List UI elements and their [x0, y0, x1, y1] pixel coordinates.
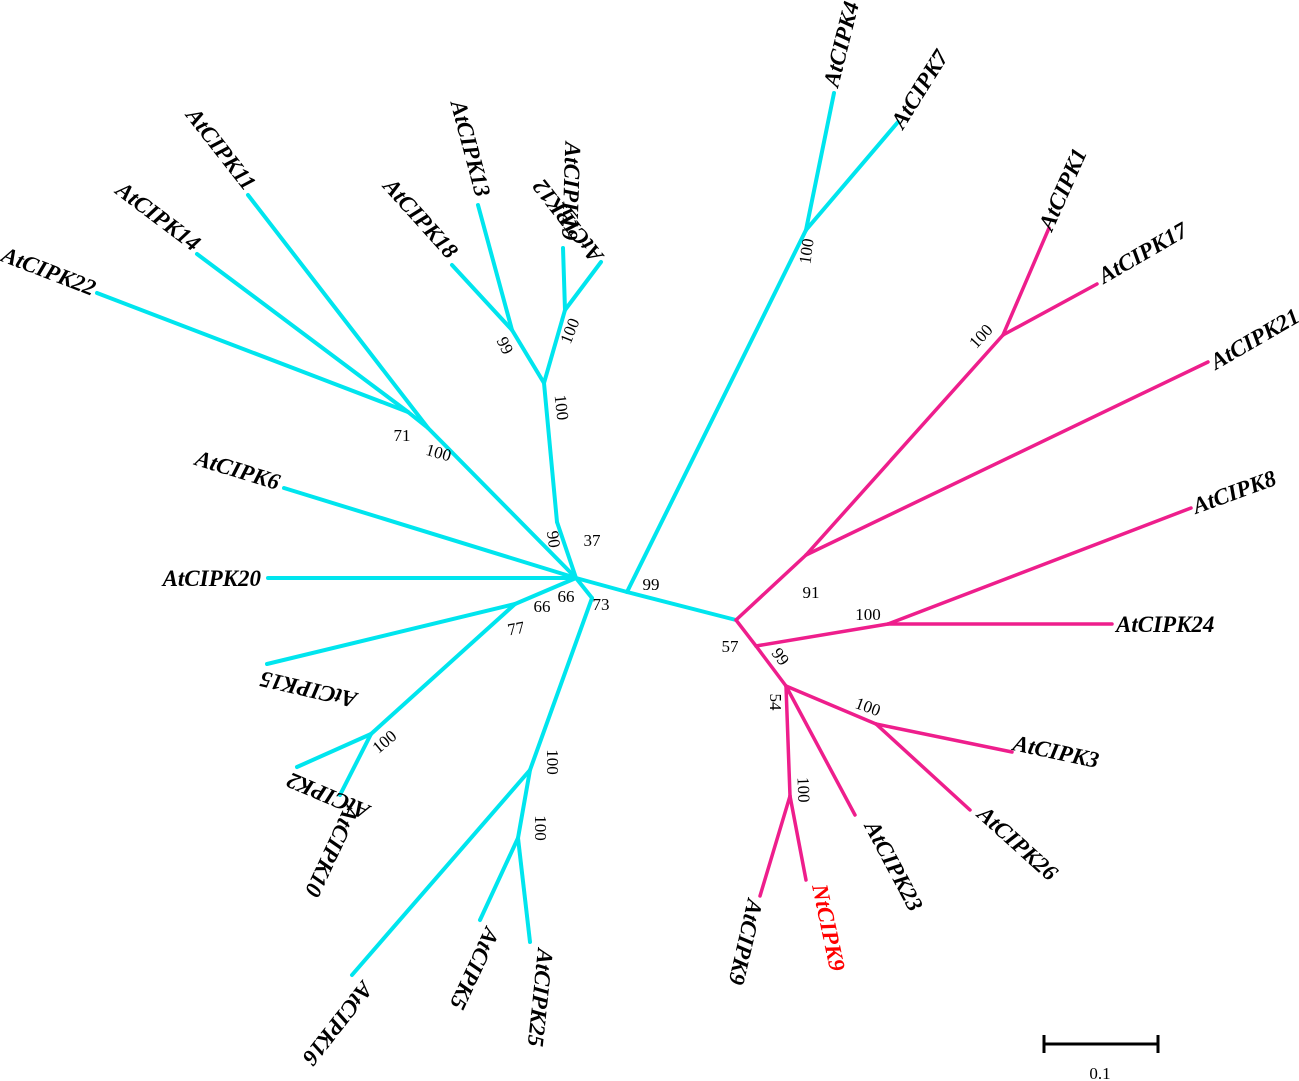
branch-99-100h — [754, 622, 890, 648]
branch-atcipk7 — [804, 120, 900, 232]
leaf-label-atcipk2: AtCIPK2 — [283, 767, 375, 825]
magenta-clade-branches — [734, 226, 1210, 898]
branch-atcipk4 — [804, 91, 836, 232]
bootstrap-value: 99 — [493, 334, 518, 358]
leaf-label-atcipk19: AtCIPK19 — [557, 139, 586, 241]
bootstrap-value: 66 — [558, 587, 575, 606]
branch-atcipk12 — [563, 260, 603, 312]
leaf-label-atcipk25: AtCIPK25 — [523, 945, 558, 1047]
leaf-label-atcipk8: AtCIPK8 — [1187, 465, 1280, 519]
bootstrap-value: 100 — [543, 749, 562, 775]
leaf-label-atcipk6: AtCIPK6 — [191, 445, 284, 495]
bootstrap-value: 37 — [584, 531, 602, 550]
branch-99-47 — [625, 228, 808, 594]
leaf-label-atcipk5: AtCIPK5 — [445, 922, 505, 1013]
bootstrap-value: 54 — [766, 694, 785, 712]
leaf-label-atcipk9: AtCIPK9 — [723, 895, 767, 988]
branch-atcipk1 — [1001, 226, 1051, 337]
bootstrap-value: 100 — [424, 440, 454, 465]
branch-atcipk19 — [561, 246, 567, 312]
leaf-label-atcipk7: AtCIPK7 — [885, 44, 954, 134]
branch-54-100j — [784, 684, 792, 798]
bootstrap-value: 77 — [506, 618, 527, 640]
cyan-clade-branches — [95, 91, 900, 977]
leaf-label-atcipk24: AtCIPK24 — [1114, 612, 1214, 637]
bootstrap-value: 100 — [855, 605, 881, 624]
leaf-label-atcipk11: AtCIPK11 — [180, 102, 261, 196]
leaf-label-atcipk23: AtCIPK23 — [859, 815, 928, 915]
branch-atcipk23 — [784, 684, 857, 817]
bootstrap-value: 57 — [722, 637, 740, 656]
branch-root-left — [574, 576, 629, 594]
scale-bar: 0.1 — [1042, 1035, 1160, 1081]
branch-91-100g — [804, 333, 1005, 557]
branch-atcipk3 — [874, 722, 1014, 754]
leaf-label-atcipk20: AtCIPK20 — [161, 566, 262, 591]
branch-54-100i — [784, 684, 878, 726]
branch-37-77 — [513, 576, 578, 606]
leaf-label-atcipk22: AtCIPK22 — [0, 241, 99, 300]
branch-100e-100f — [516, 768, 532, 840]
branch-atcipk8 — [886, 506, 1193, 626]
bootstrap-value: 100 — [795, 237, 817, 265]
branch-atcipk22 — [95, 291, 410, 414]
branch-77-100d — [369, 602, 517, 736]
branch-atcipk9 — [758, 794, 792, 898]
bootstrap-value: 100 — [551, 394, 573, 421]
leaf-label-atcipk15: AtCIPK15 — [258, 666, 361, 713]
branch-ntcipk9 — [788, 794, 808, 882]
bootstrap-value: 90 — [543, 529, 564, 548]
leaf-label-atcipk16: AtCIPK16 — [297, 975, 379, 1070]
bootstrap-value: 99 — [643, 575, 660, 594]
branch-atcipk2 — [295, 732, 373, 769]
branch-atcipk13 — [476, 203, 514, 332]
branch-atcipk6 — [282, 486, 578, 580]
branch-atcipk25 — [516, 836, 532, 944]
branch-37-90 — [555, 520, 578, 580]
leaf-label-atcipk18: AtCIPK18 — [377, 172, 463, 264]
leaf-label-atcipk26: AtCIPK26 — [971, 800, 1063, 886]
branch-100-99a — [510, 328, 546, 385]
leaf-label-ntcipk9: NtCIPK9 — [807, 881, 850, 974]
leaf-label-atcipk1: AtCIPK1 — [1033, 144, 1092, 235]
branch-atcipk5 — [478, 836, 520, 922]
branch-atcipk10 — [338, 732, 373, 797]
leaf-label-atcipk14: AtCIPK14 — [110, 176, 205, 256]
branch-root-99 — [625, 590, 738, 622]
leaf-label-atcipk13: AtCIPK13 — [445, 96, 495, 199]
bootstrap-value: 100 — [531, 815, 550, 841]
leaf-label-atcipk4: AtCIPK4 — [818, 0, 864, 91]
branch-atcipk16 — [350, 768, 532, 977]
bootstrap-value: 91 — [803, 583, 820, 602]
bootstrap-value: 73 — [593, 595, 610, 614]
branch-37-100c — [426, 426, 578, 580]
branch-atcipk11 — [246, 193, 430, 430]
scale-bar-label: 0.1 — [1089, 1064, 1110, 1081]
leaf-label-atcipk17: AtCIPK17 — [1092, 217, 1193, 290]
branch-37-73 — [574, 576, 594, 600]
bootstrap-values: 100 100 99 91 100 57 99 54 100 100 37 90… — [369, 237, 997, 840]
branch-atcipk15 — [265, 602, 517, 666]
bootstrap-value: 71 — [394, 426, 411, 445]
branch-atcipk26 — [874, 722, 972, 812]
branch-atcipk17 — [1001, 282, 1099, 337]
branch-57-91 — [734, 553, 808, 622]
branch-99-54 — [754, 644, 788, 688]
branch-atcipk21 — [804, 360, 1210, 557]
branch-73-100e — [528, 596, 594, 772]
leaf-label-atcipk21: AtCIPK21 — [1204, 303, 1299, 375]
branch-atcipk18 — [450, 263, 514, 332]
bootstrap-value: 66 — [534, 597, 551, 616]
branch-90-100 — [542, 381, 559, 524]
branch-atcipk14 — [195, 252, 410, 414]
leaf-label-atcipk3: AtCIPK3 — [1009, 730, 1101, 773]
branch-57-99 — [734, 618, 758, 648]
branch-100-100b — [542, 308, 567, 385]
bootstrap-value: 100 — [794, 777, 814, 803]
